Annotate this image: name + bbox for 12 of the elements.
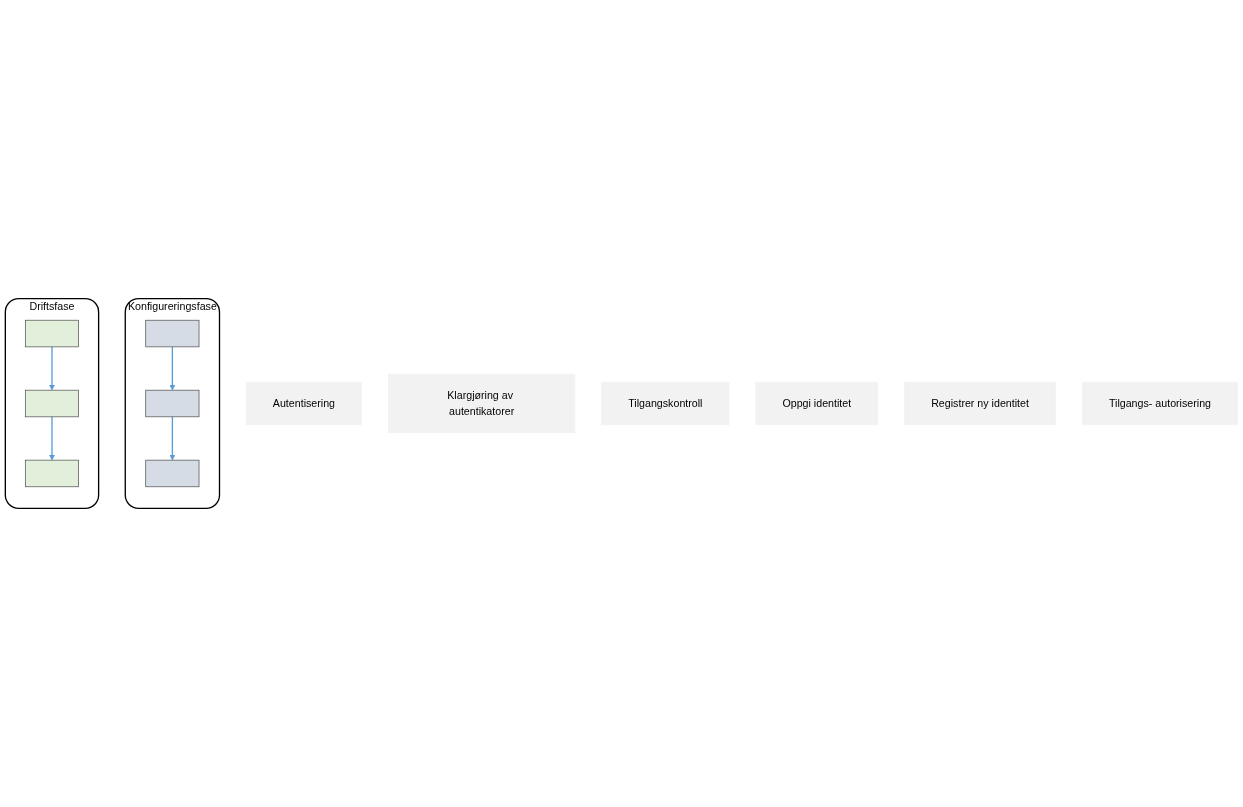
arrow (49, 346, 55, 391)
cluster: Konfigureringsfase (124, 297, 221, 510)
cluster: Driftsfase (4, 297, 100, 510)
arrow (169, 416, 176, 461)
node-box (145, 389, 200, 418)
node-box (145, 459, 200, 488)
node-box (145, 319, 200, 348)
arrow (169, 346, 176, 391)
node-box (25, 319, 79, 348)
arrow (49, 416, 55, 461)
node-box (25, 459, 79, 488)
node-box (25, 389, 79, 418)
